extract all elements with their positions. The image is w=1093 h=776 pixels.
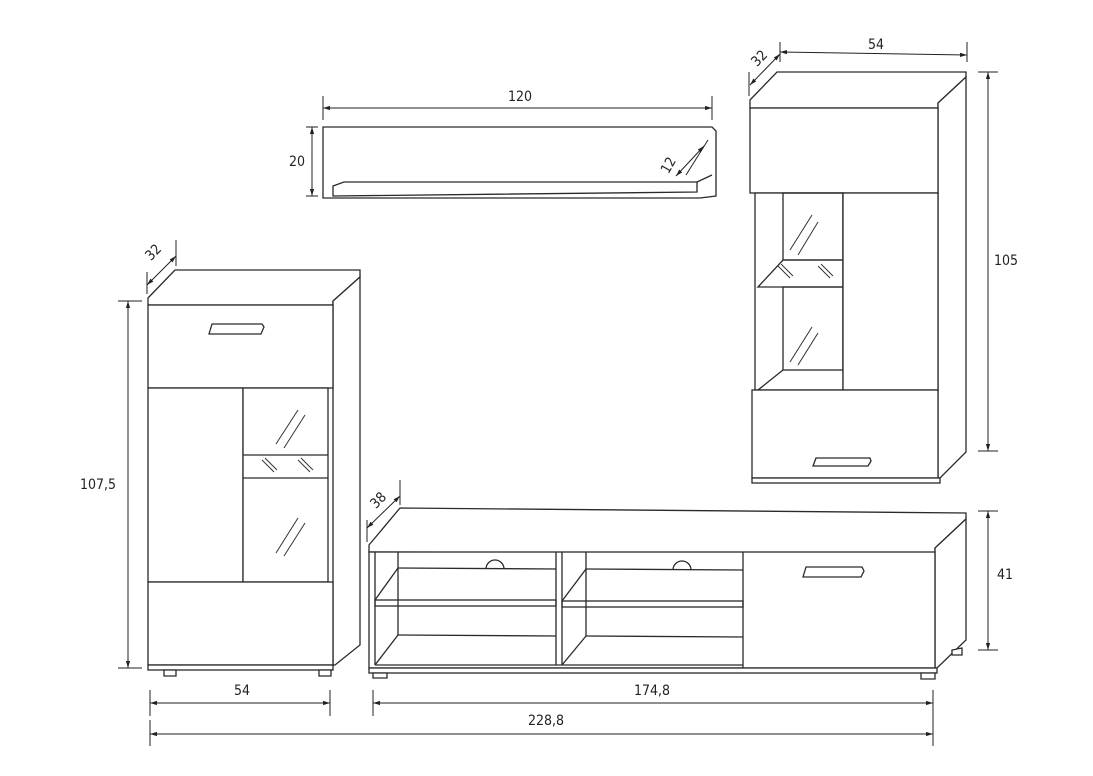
tall-cabinet-width-label: 54	[234, 683, 250, 699]
wall-cabinet-dimensions	[748, 42, 998, 452]
tv-unit-height-label: 41	[997, 567, 1013, 583]
tall-cabinet-height-label: 107,5	[80, 477, 116, 493]
wall-shelf	[322, 126, 717, 199]
tv-unit	[368, 507, 967, 680]
wall-cabinet-width-label: 54	[868, 37, 884, 53]
wall-cabinet-height-label: 105	[994, 253, 1018, 269]
total-width-label: 228,8	[528, 713, 564, 729]
tall-cabinet	[147, 269, 361, 677]
shelf-width-label: 120	[508, 89, 532, 105]
tall-cabinet-depth-label: 32	[142, 241, 165, 264]
shelf-dimensions	[306, 96, 713, 197]
tall-cabinet-dimensions	[118, 240, 331, 716]
shelf-height-label: 20	[289, 154, 305, 170]
tv-unit-dimensions	[149, 480, 998, 746]
shelf-depth-label: 12	[658, 155, 680, 177]
tv-unit-width-label: 174,8	[634, 683, 670, 699]
wall-cabinet	[749, 71, 967, 484]
